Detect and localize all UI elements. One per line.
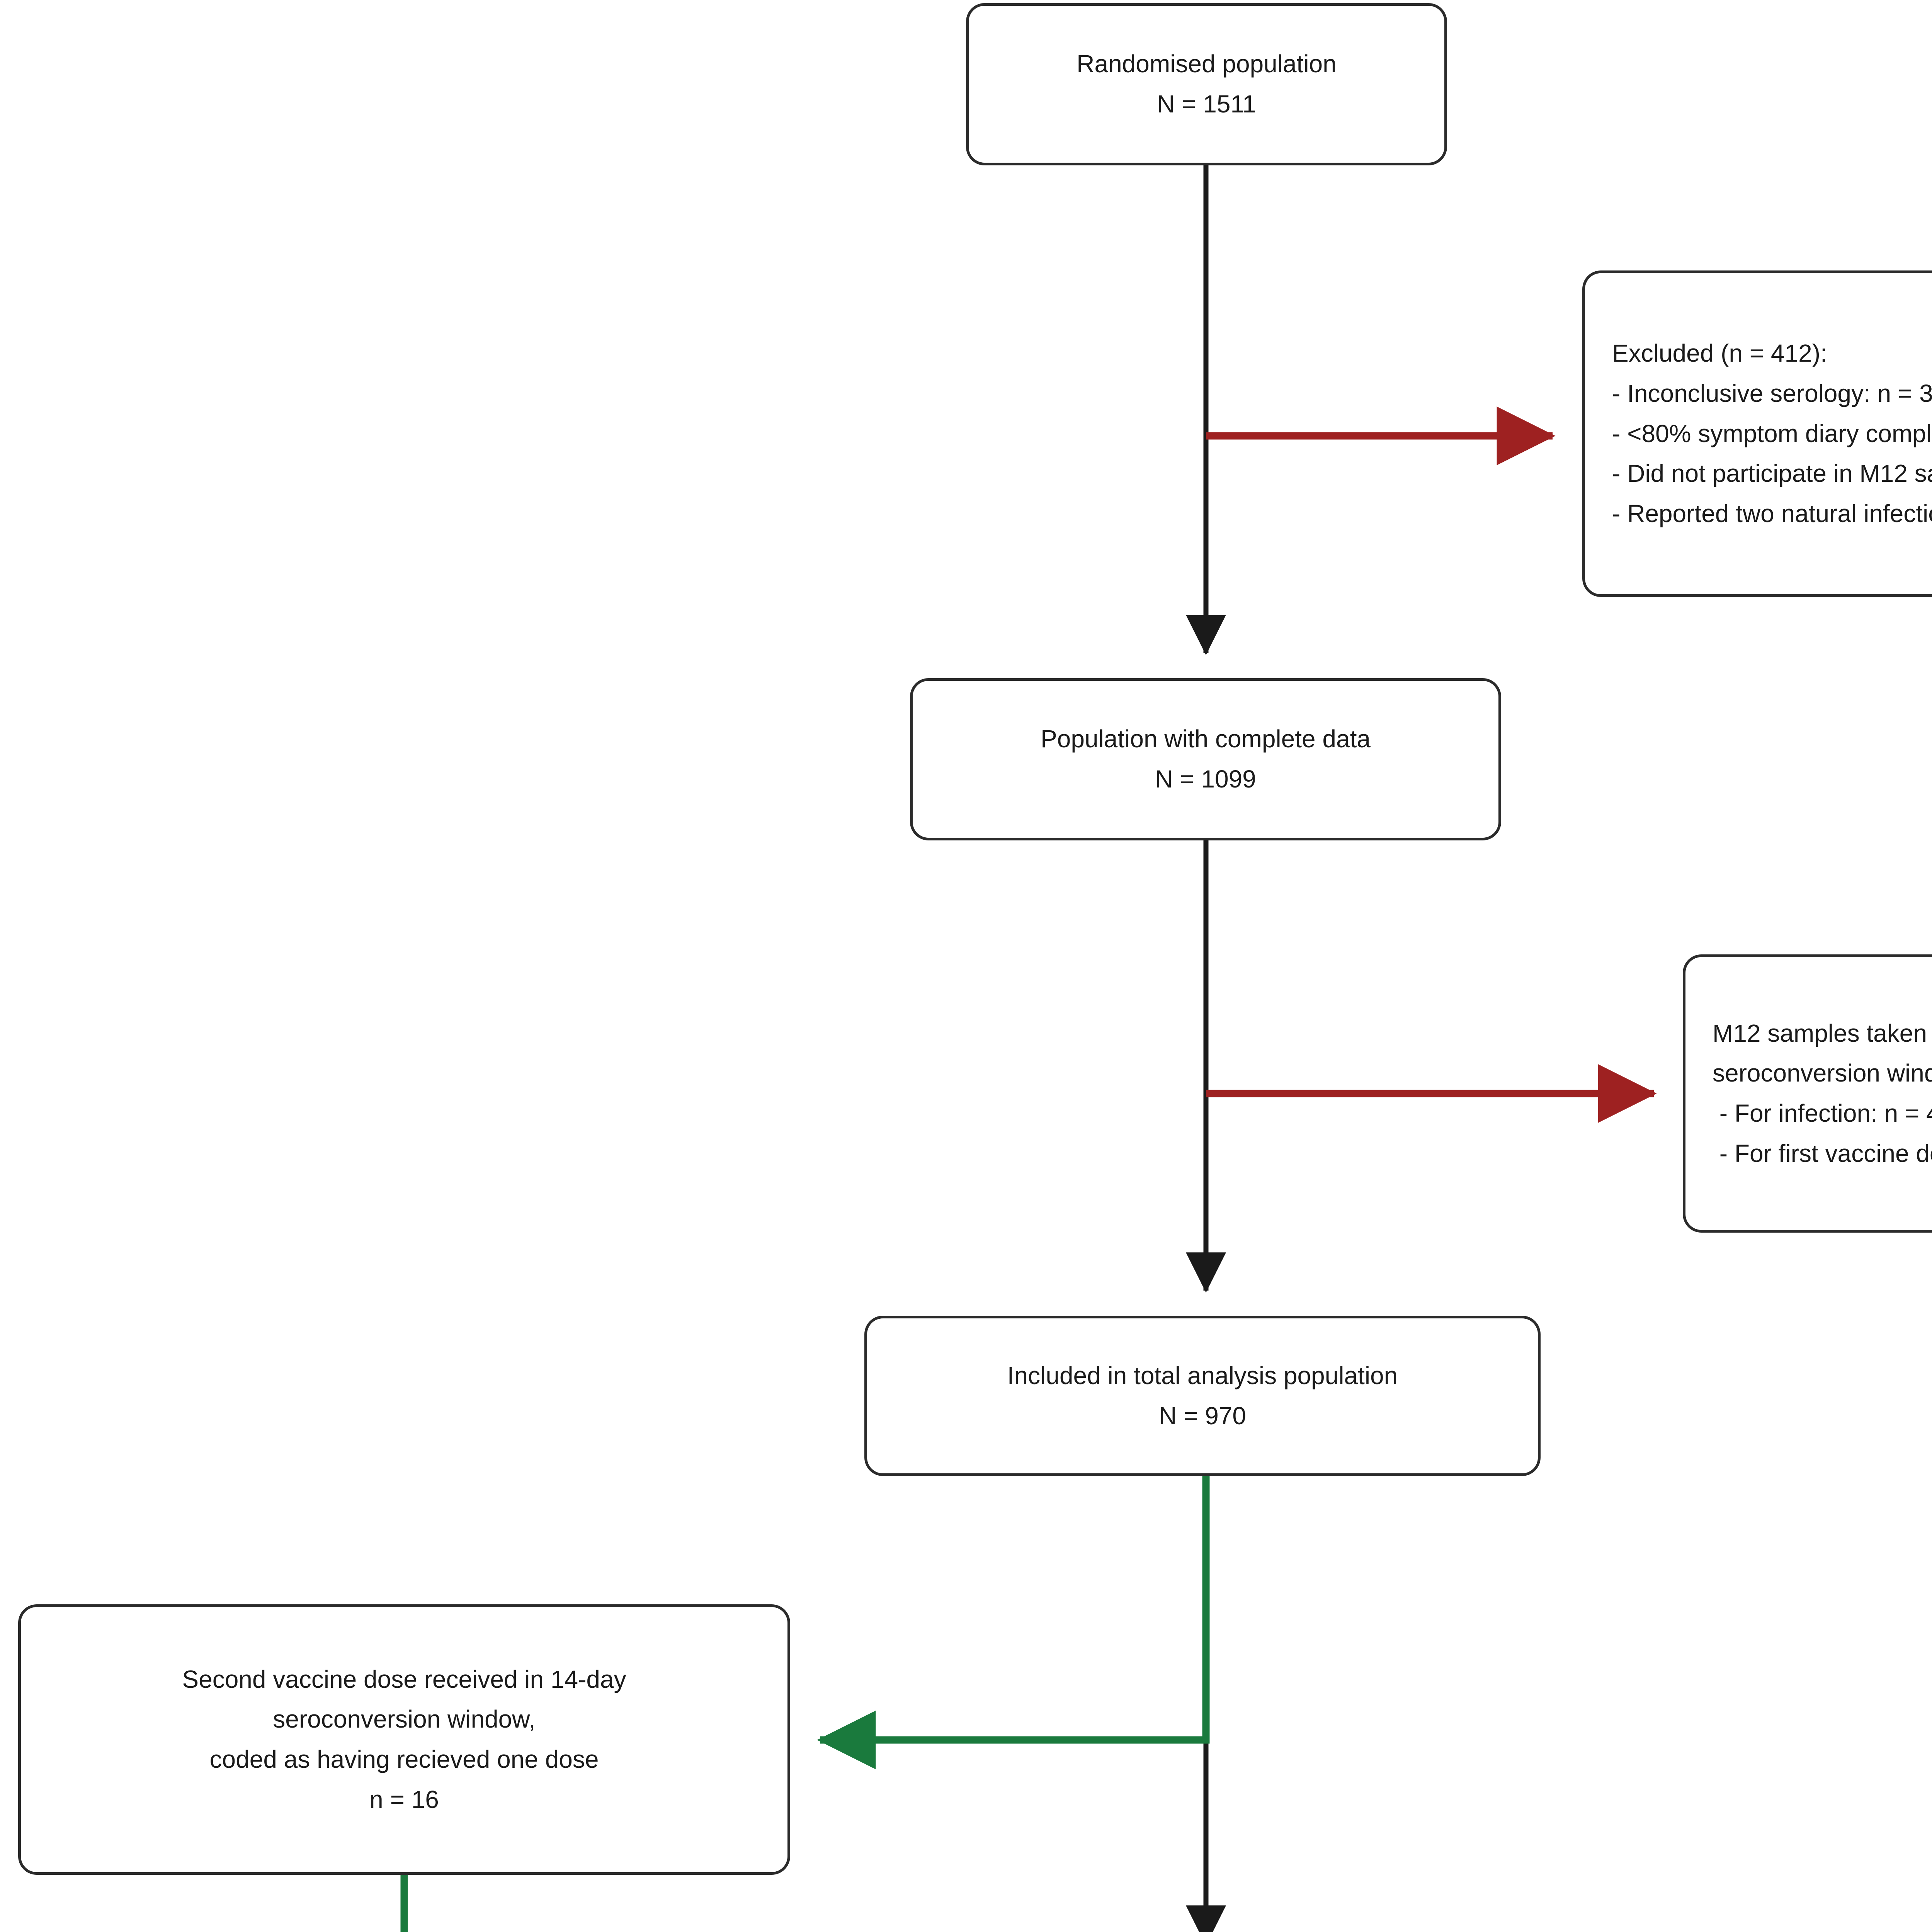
node-randomised-line-2: N = 1511 [1157, 90, 1256, 118]
node-second-vaccine-dose[interactable]: Second vaccine dose received in 14-day s… [18, 1604, 790, 1875]
node-randomised-line-1: Randomised population [1077, 50, 1337, 78]
node-excluded-line-1: Excluded (n = 412): [1612, 339, 1827, 367]
connector-included-to-seconddose [817, 1476, 1210, 1769]
node-m12-line-2: seroconversion window (n = 129): [1713, 1059, 1932, 1087]
node-randomised-population[interactable]: Randomised population N = 1511 [966, 3, 1447, 165]
node-m12-line-3: - For infection: n = 4 [1713, 1099, 1932, 1127]
node-excluded-line-5: - Reported two natural infections: n= 4 [1612, 500, 1932, 527]
node-excluded-line-3: - <80% symptom diary completion: n = 166 [1612, 419, 1932, 447]
node-m12-line-4: - For first vaccine dose: n = 125 [1719, 1139, 1932, 1167]
node-included-line-2: N = 970 [1159, 1401, 1246, 1430]
node-m12-line-1: M12 samples taken in 14-day [1713, 1019, 1927, 1047]
node-population-with-complete-data[interactable]: Population with complete data N = 1099 [910, 678, 1501, 840]
node-included-in-total-analysis-population[interactable]: Included in total analysis population N … [864, 1316, 1541, 1476]
node-seconddose-line-1: Second vaccine dose received in 14-day [182, 1665, 626, 1693]
node-included-line-1: Included in total analysis population [1007, 1361, 1398, 1389]
connector-seconddose-to-total [400, 1875, 408, 1932]
node-m12-samples[interactable]: M12 samples taken in 14-day seroconversi… [1683, 954, 1932, 1233]
node-seconddose-line-3: coded as having recieved one dose [209, 1745, 599, 1773]
node-seconddose-line-4: n = 16 [369, 1785, 439, 1813]
node-complete-line-1: Population with complete data [1041, 725, 1371, 753]
node-complete-line-2: N = 1099 [1155, 765, 1256, 793]
node-excluded-line-2: - Inconclusive serology: n = 36 [1612, 379, 1932, 407]
node-seconddose-line-2: seroconversion window, [273, 1705, 536, 1733]
node-excluded[interactable]: Excluded (n = 412): - Inconclusive serol… [1582, 270, 1932, 597]
node-excluded-line-4: - Did not participate in M12 sampling: n… [1612, 459, 1932, 488]
